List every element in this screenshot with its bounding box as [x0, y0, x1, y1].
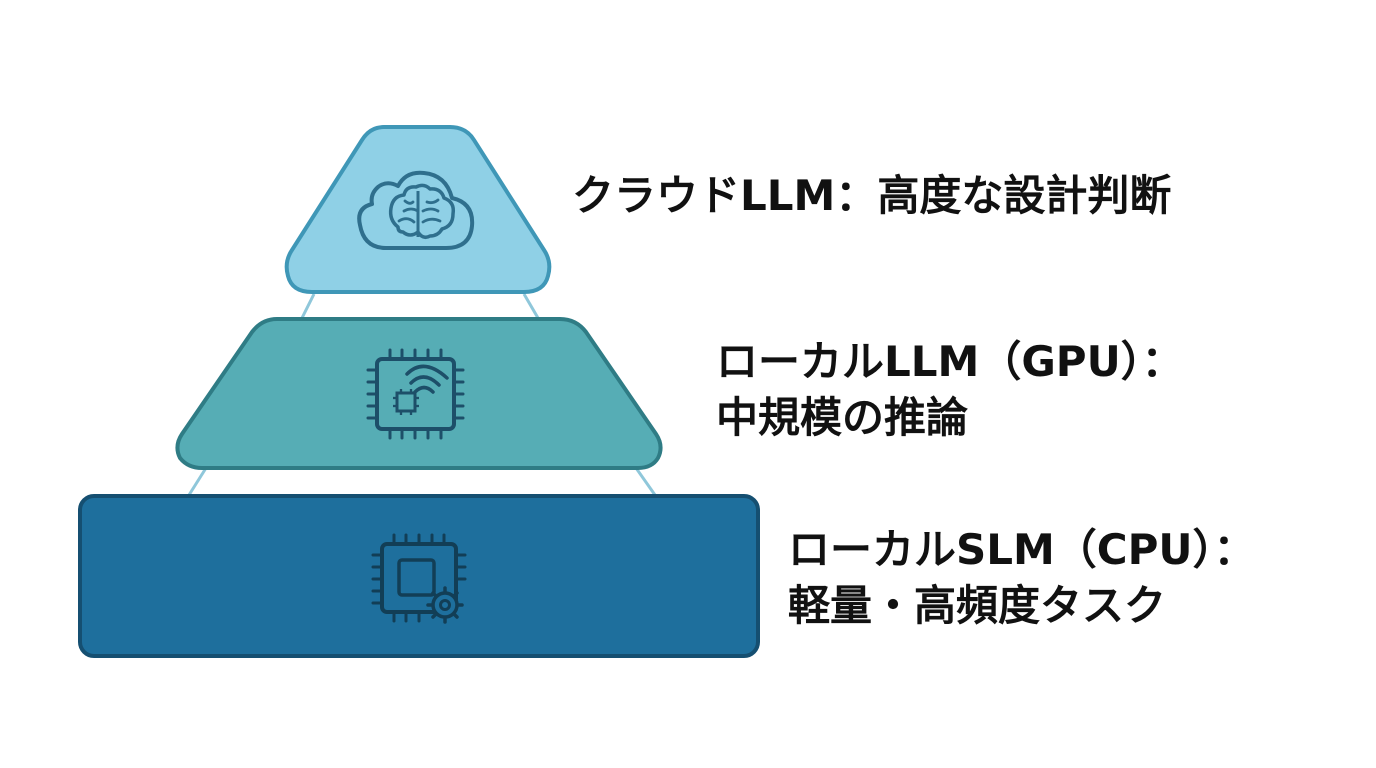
tier-bottom-shape	[78, 494, 760, 658]
signal-icon	[405, 364, 449, 394]
tier-top	[284, 125, 552, 294]
connectors	[187, 293, 657, 496]
chip-pins-right	[454, 553, 467, 581]
chip-pins-top	[392, 533, 446, 546]
chip-pins-bottom	[388, 427, 443, 440]
tier-label-middle-line2: 中規模の推論	[716, 393, 969, 442]
chip-pins-left	[366, 368, 379, 420]
tier-label-top: クラウドLLM：高度な設計判断	[572, 168, 1171, 224]
connector-top-right	[522, 293, 540, 319]
gear-icon	[426, 586, 464, 624]
brain-right-fold	[421, 198, 442, 224]
connector-middle-left	[187, 467, 208, 496]
chip-pins-top	[388, 348, 443, 361]
chip-signal-icon	[366, 348, 465, 440]
chip-pins-bottom	[392, 610, 421, 623]
connector-top-left	[300, 293, 316, 319]
tier-label-bottom-line1: ローカルSLM（CPU）：	[788, 525, 1256, 574]
chip-inner-frame	[397, 558, 436, 597]
cloud-outline	[357, 170, 475, 250]
chip-pins-right	[452, 368, 465, 420]
tier-middle-shape	[175, 317, 663, 470]
chip-gear-icon	[371, 533, 467, 624]
tier-label-bottom: ローカルSLM（CPU）： 軽量・高頻度タスク	[788, 522, 1256, 634]
tier-label-top-line1: クラウドLLM：高度な設計判断	[572, 171, 1172, 220]
cloud-brain-icon	[357, 170, 475, 250]
tier-label-middle-line1: ローカルLLM（GPU）：	[716, 337, 1184, 386]
chip-core	[395, 391, 417, 413]
chip-core-pins	[393, 389, 419, 415]
brain-left-fold	[397, 199, 420, 224]
tier-bottom	[78, 494, 760, 658]
tier-label-bottom-line2: 軽量・高頻度タスク	[788, 581, 1167, 630]
tier-middle	[175, 317, 663, 470]
chip-pins-left	[371, 553, 384, 605]
tier-label-middle: ローカルLLM（GPU）： 中規模の推論	[716, 334, 1184, 446]
connector-middle-right	[634, 467, 657, 496]
